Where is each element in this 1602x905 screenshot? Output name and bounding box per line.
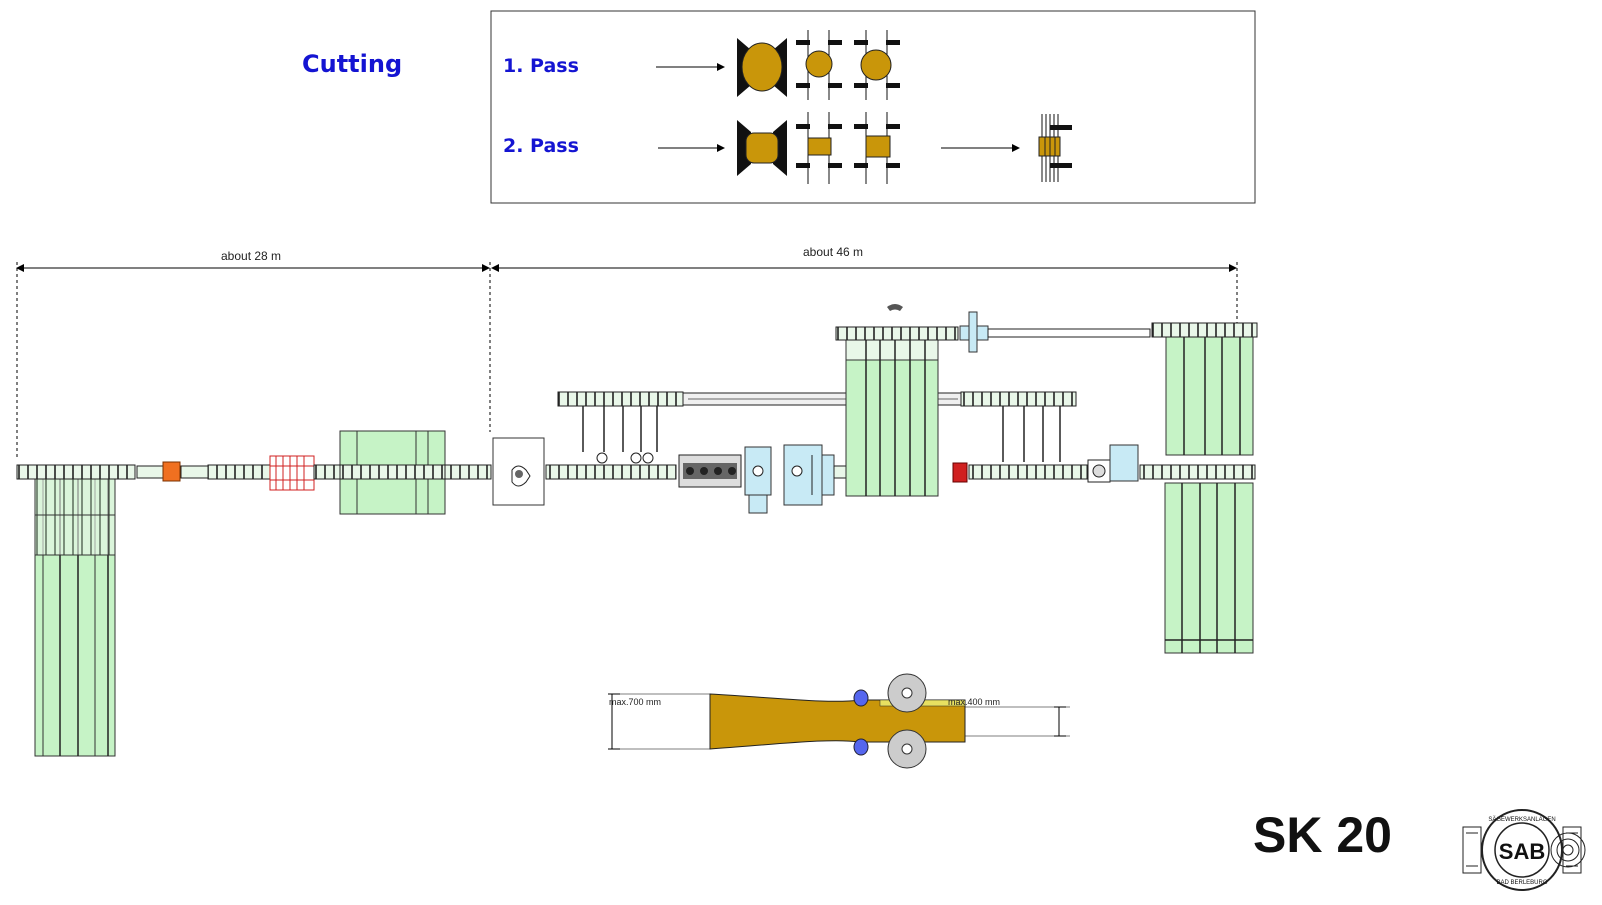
pass-1-label: 1. Pass <box>503 55 579 77</box>
outlet-max-label: max.400 mm <box>948 697 1001 707</box>
circular-saw-unit <box>783 444 835 506</box>
pass-2-label: 2. Pass <box>503 135 579 157</box>
pass2-gang-saw-output <box>1038 114 1072 182</box>
board-sorting-deck-upper <box>1165 335 1254 456</box>
infeed-conveyor-mid <box>180 465 209 479</box>
pass2-saw-unit-2 <box>854 112 900 184</box>
red-transfer-unit <box>952 462 968 483</box>
log-taper-detail <box>608 673 1070 769</box>
logo-ring-bottom: BAD BERLEBURG <box>1496 880 1547 886</box>
orange-log-block <box>162 461 181 482</box>
profiling-unit <box>744 446 772 514</box>
inlet-max-label: max.700 mm <box>609 697 662 707</box>
transfer-chains-right <box>1002 406 1061 462</box>
log-scanner-box <box>492 437 545 506</box>
board-sorting-deck-lower <box>1164 482 1254 654</box>
infeed-conveyor-segment <box>136 465 165 479</box>
infeed-conveyor-to-scanner <box>444 464 492 480</box>
infeed-conveyor-center <box>207 464 271 480</box>
dimension-28m <box>16 262 491 460</box>
pass1-saw-unit-1 <box>796 30 842 100</box>
main-conveyor-1 <box>545 464 677 480</box>
return-conveyor-left <box>557 391 684 407</box>
buffer-deck-green <box>339 430 446 515</box>
red-metal-detector <box>269 455 315 491</box>
pass1-chipper-head <box>737 38 787 97</box>
pass2-saw-unit-1 <box>796 112 842 184</box>
top-sorting-unit <box>887 304 989 353</box>
top-cross-conveyor <box>835 326 959 341</box>
infeed-conveyor-left <box>16 464 136 480</box>
edger-unit-right <box>1087 444 1139 483</box>
infeed-conveyor-to-buffer <box>313 464 341 480</box>
dimension-28m-label: about 28 m <box>221 249 282 263</box>
cutting-pass-box <box>490 10 1256 204</box>
top-return-rail <box>987 328 1151 338</box>
logo-ring-top: SÄGEWERKSANLAGEN <box>1488 816 1555 823</box>
side-board-deck-center <box>845 339 939 497</box>
dimension-46m <box>491 262 1238 325</box>
pass1-saw-unit-2 <box>854 30 900 100</box>
model-name: SK 20 <box>1253 807 1392 863</box>
main-conveyor-3 <box>968 464 1088 480</box>
sab-logo: SAB SÄGEWERKSANLAGEN BAD BERLEBURG <box>1462 809 1586 891</box>
return-conveyor-right <box>960 391 1077 407</box>
top-right-conveyor <box>1151 322 1258 338</box>
cutting-title: Cutting <box>302 50 403 78</box>
main-conveyor-4 <box>1139 464 1256 480</box>
transfer-chains-left <box>582 406 658 464</box>
logo-abbr: SAB <box>1499 839 1545 864</box>
chipper-canter-unit <box>678 454 742 488</box>
dimension-46m-label: about 46 m <box>803 245 864 259</box>
infeed-log-deck <box>34 474 116 757</box>
pass2-chipper-head <box>737 120 787 176</box>
